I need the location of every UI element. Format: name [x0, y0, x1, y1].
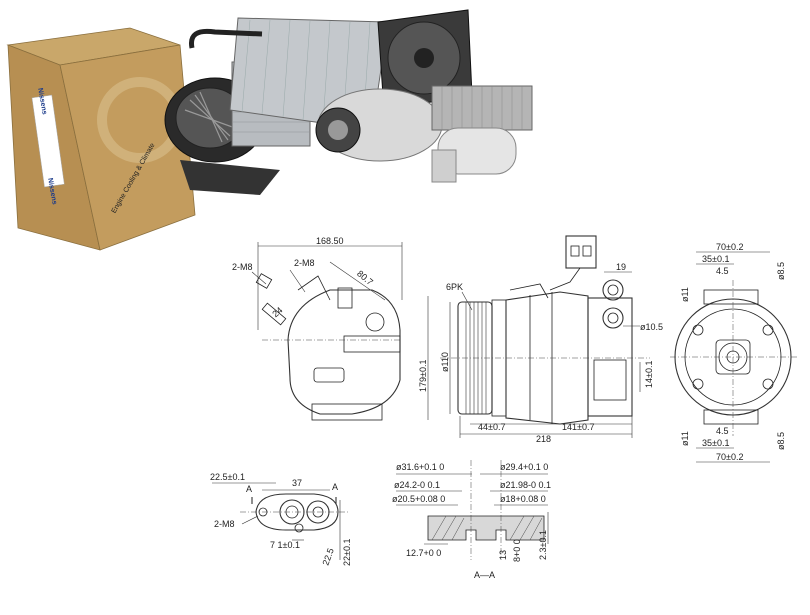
port-width-a: 22.5±0.1 — [210, 472, 245, 482]
thread-top-left: 2-M8 — [232, 262, 253, 272]
rear-bottom-width: 70±0.2 — [716, 452, 743, 462]
section-title: A—A — [474, 570, 495, 580]
port-view: 22.5±0.1 37 A A 2-M8 7 1±0.1 22.5 22±0.1 — [210, 472, 352, 567]
port-flange — [255, 493, 339, 531]
box-side — [59, 44, 196, 251]
port-offset: 7 1±0.1 — [270, 540, 300, 550]
rear-left-hole-top: ø11 — [680, 287, 690, 302]
rear-top-small: 4.5 — [716, 266, 729, 276]
thread-top-right: 2-M8 — [294, 258, 315, 268]
dim-height-right: 14±0.1 — [644, 361, 654, 388]
connector-wire — [549, 267, 581, 291]
side-port-mid — [602, 307, 624, 329]
rear-view: 70±0.2 35±0.1 4.5 ø8.5 ø11 4.5 35±0.1 70… — [670, 242, 798, 463]
dim-height-overall: 179±0.1 — [418, 360, 428, 392]
left-port-block — [343, 335, 401, 353]
side-rear-block — [593, 359, 627, 401]
belt-type: 6PK — [446, 282, 463, 292]
dim-width-overall: 168.50 — [316, 236, 344, 246]
blower-housing — [180, 160, 280, 195]
port-height-b: 22±0.1 — [342, 539, 352, 566]
left-fitting-mid — [261, 302, 287, 326]
rear-top-ear — [703, 289, 759, 305]
compressor-photo-hub — [328, 120, 348, 140]
left-view: 168.50 80.7 2-M8 2-M8 24 — [232, 236, 403, 421]
section-dia-right-1: ø29.4+0.1 0 — [500, 462, 548, 472]
rear-bolt-3 — [692, 378, 704, 390]
hose-pipe — [188, 28, 263, 49]
blower-fins — [184, 91, 236, 143]
rear-top-hole: ø8.5 — [776, 262, 786, 280]
section-view: ø31.6+0.1 0 ø24.2-0 0.1 ø20.5+0.08 0 ø29… — [392, 460, 551, 580]
port-width-b: 37 — [292, 478, 302, 488]
rear-bottom-ear — [703, 409, 759, 425]
connector-pin-1 — [570, 245, 580, 257]
dim-offset-pulley: 44±0.7 — [478, 422, 505, 432]
rear-bottom-small: 4.5 — [716, 426, 729, 436]
left-pipe-bend — [297, 275, 331, 301]
side-rear-housing — [587, 297, 633, 417]
section-plate — [427, 515, 545, 541]
dim-connector-top: 19 — [616, 262, 626, 272]
section-dia-left-2: ø24.2-0 0.1 — [394, 480, 440, 490]
section-depth-far: 2.3±0.1 — [538, 530, 548, 560]
section-depth-right: 8+0 0 — [512, 539, 522, 562]
left-sensor — [365, 312, 385, 332]
left-valve — [313, 367, 345, 383]
side-view: 6PK 19 ø10.5 14±0.1 179±0.1 — [418, 235, 663, 444]
rear-bottom-hole: ø8.5 — [776, 432, 786, 450]
left-body-outline — [287, 289, 401, 415]
rear-bolt-2 — [762, 324, 774, 336]
section-hatch — [431, 515, 543, 541]
section-mark-right: A — [332, 482, 338, 492]
section-dia-right-2: ø21.98-0 0.1 — [500, 480, 551, 490]
section-depth-mid: 13 — [498, 550, 508, 560]
dim-total-length: 218 — [536, 434, 551, 444]
section-dia-right-3: ø18+0.08 0 — [500, 494, 546, 504]
heater-radiator-fins — [441, 86, 523, 130]
box-brand-label-2: Nissens — [46, 178, 58, 206]
dim-angle-width: 80.7 — [355, 268, 375, 287]
dim-pulley-dia: ø110 — [440, 352, 450, 372]
section-depth-left: 12.7+0 0 — [406, 548, 441, 558]
connector-pin-2 — [582, 245, 592, 257]
left-connector — [337, 287, 353, 309]
port-height-a: 22.5 — [320, 547, 335, 567]
left-mount-foot — [311, 403, 383, 421]
port-bolt-2 — [294, 523, 304, 533]
section-mark-left: A — [246, 484, 252, 494]
top-connector — [565, 235, 597, 269]
side-body — [505, 291, 589, 425]
dim-body-length: 141±0.7 — [562, 422, 594, 432]
box-brand-label: Nissens — [36, 87, 48, 115]
section-dia-left-3: ø20.5+0.08 0 — [392, 494, 445, 504]
rear-top-width: 70±0.2 — [716, 242, 743, 252]
fan-hub — [414, 48, 434, 68]
drier-fitting — [431, 149, 457, 183]
rear-bottom-inner: 35±0.1 — [702, 438, 729, 448]
side-port-top — [602, 279, 624, 301]
section-dia-left-1: ø31.6+0.1 0 — [396, 462, 444, 472]
rear-left-hole-bottom: ø11 — [680, 431, 690, 446]
side-top-port — [509, 283, 549, 299]
left-fitting-top — [255, 273, 273, 289]
box-label — [31, 94, 65, 188]
rear-bolt-1 — [692, 324, 704, 336]
rear-top-inner: 35±0.1 — [702, 254, 729, 264]
product-photo-group: Nissens Nissens Engine Cooling & Climate — [6, 9, 533, 251]
port-thread: 2-M8 — [214, 519, 235, 529]
dim-port-dia: ø10.5 — [640, 322, 663, 332]
rear-bolt-4 — [762, 378, 774, 390]
